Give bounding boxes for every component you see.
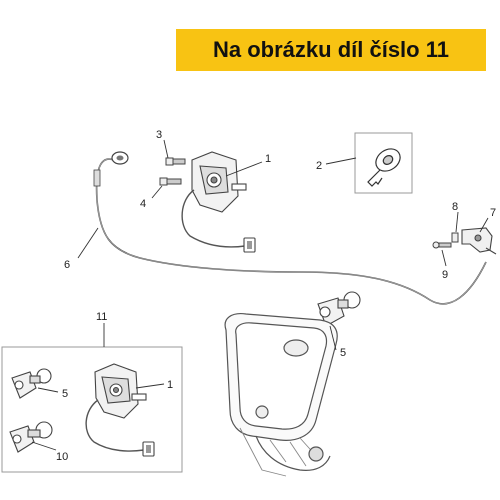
callout-5-kit: 5	[62, 388, 68, 400]
page-title: Na obrázku díl číslo 11	[213, 37, 449, 62]
callout-1: 1	[265, 153, 271, 165]
callout-6: 6	[64, 259, 70, 271]
cable-6-inner	[96, 158, 487, 305]
callout-7: 7	[490, 207, 496, 219]
leader-lines	[31, 139, 489, 451]
washer-8	[451, 232, 459, 243]
title-banner: Na obrázku díl číslo 11	[176, 29, 486, 71]
lock-cylinder-kit-10	[9, 421, 53, 453]
storage-compartment	[224, 313, 338, 477]
screw-9	[432, 241, 452, 249]
screw-3	[165, 157, 186, 166]
lock-cylinder-kit-5	[11, 368, 52, 399]
bolt-4	[159, 177, 182, 186]
lock-mechanism-top	[181, 151, 256, 253]
callout-2: 2	[316, 160, 322, 172]
kit-box-11	[1, 346, 183, 473]
callout-4: 4	[140, 198, 146, 210]
callout-1-kit: 1	[167, 379, 173, 391]
callout-8: 8	[452, 201, 458, 213]
callout-5: 5	[340, 347, 346, 359]
callout-11: 11	[96, 311, 107, 323]
lock-mechanism-kit	[85, 363, 155, 457]
cable-6	[95, 158, 487, 305]
latch-bracket-7	[461, 227, 497, 255]
cable-end-fitting	[93, 151, 129, 187]
lock-cylinder-5	[317, 291, 361, 327]
key-icon	[367, 148, 401, 187]
callout-10: 10	[56, 451, 68, 463]
callout-9: 9	[442, 269, 448, 281]
callout-3: 3	[156, 129, 162, 141]
